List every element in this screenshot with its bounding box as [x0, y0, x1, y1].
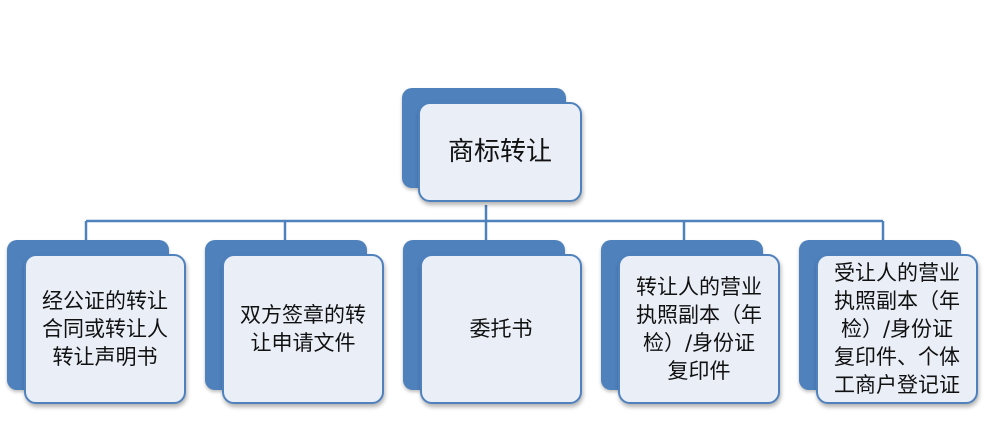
child-node-5-label: 受让人的营业 执照副本（年 检）/身份证 复印件、个体 工商户登记证 [834, 261, 960, 397]
child-node-4-label: 转让人的营业 执照副本（年 检）/身份证 复印件 [636, 275, 762, 383]
child-node-1-label: 经公证的转让 合同或转让人 转让声明书 [42, 289, 168, 369]
child-node-3-label: 委托书 [469, 317, 533, 341]
root-node-label: 商标转让 [447, 137, 552, 167]
child-node-2-label: 双方签章的转 让申请文件 [240, 303, 366, 355]
